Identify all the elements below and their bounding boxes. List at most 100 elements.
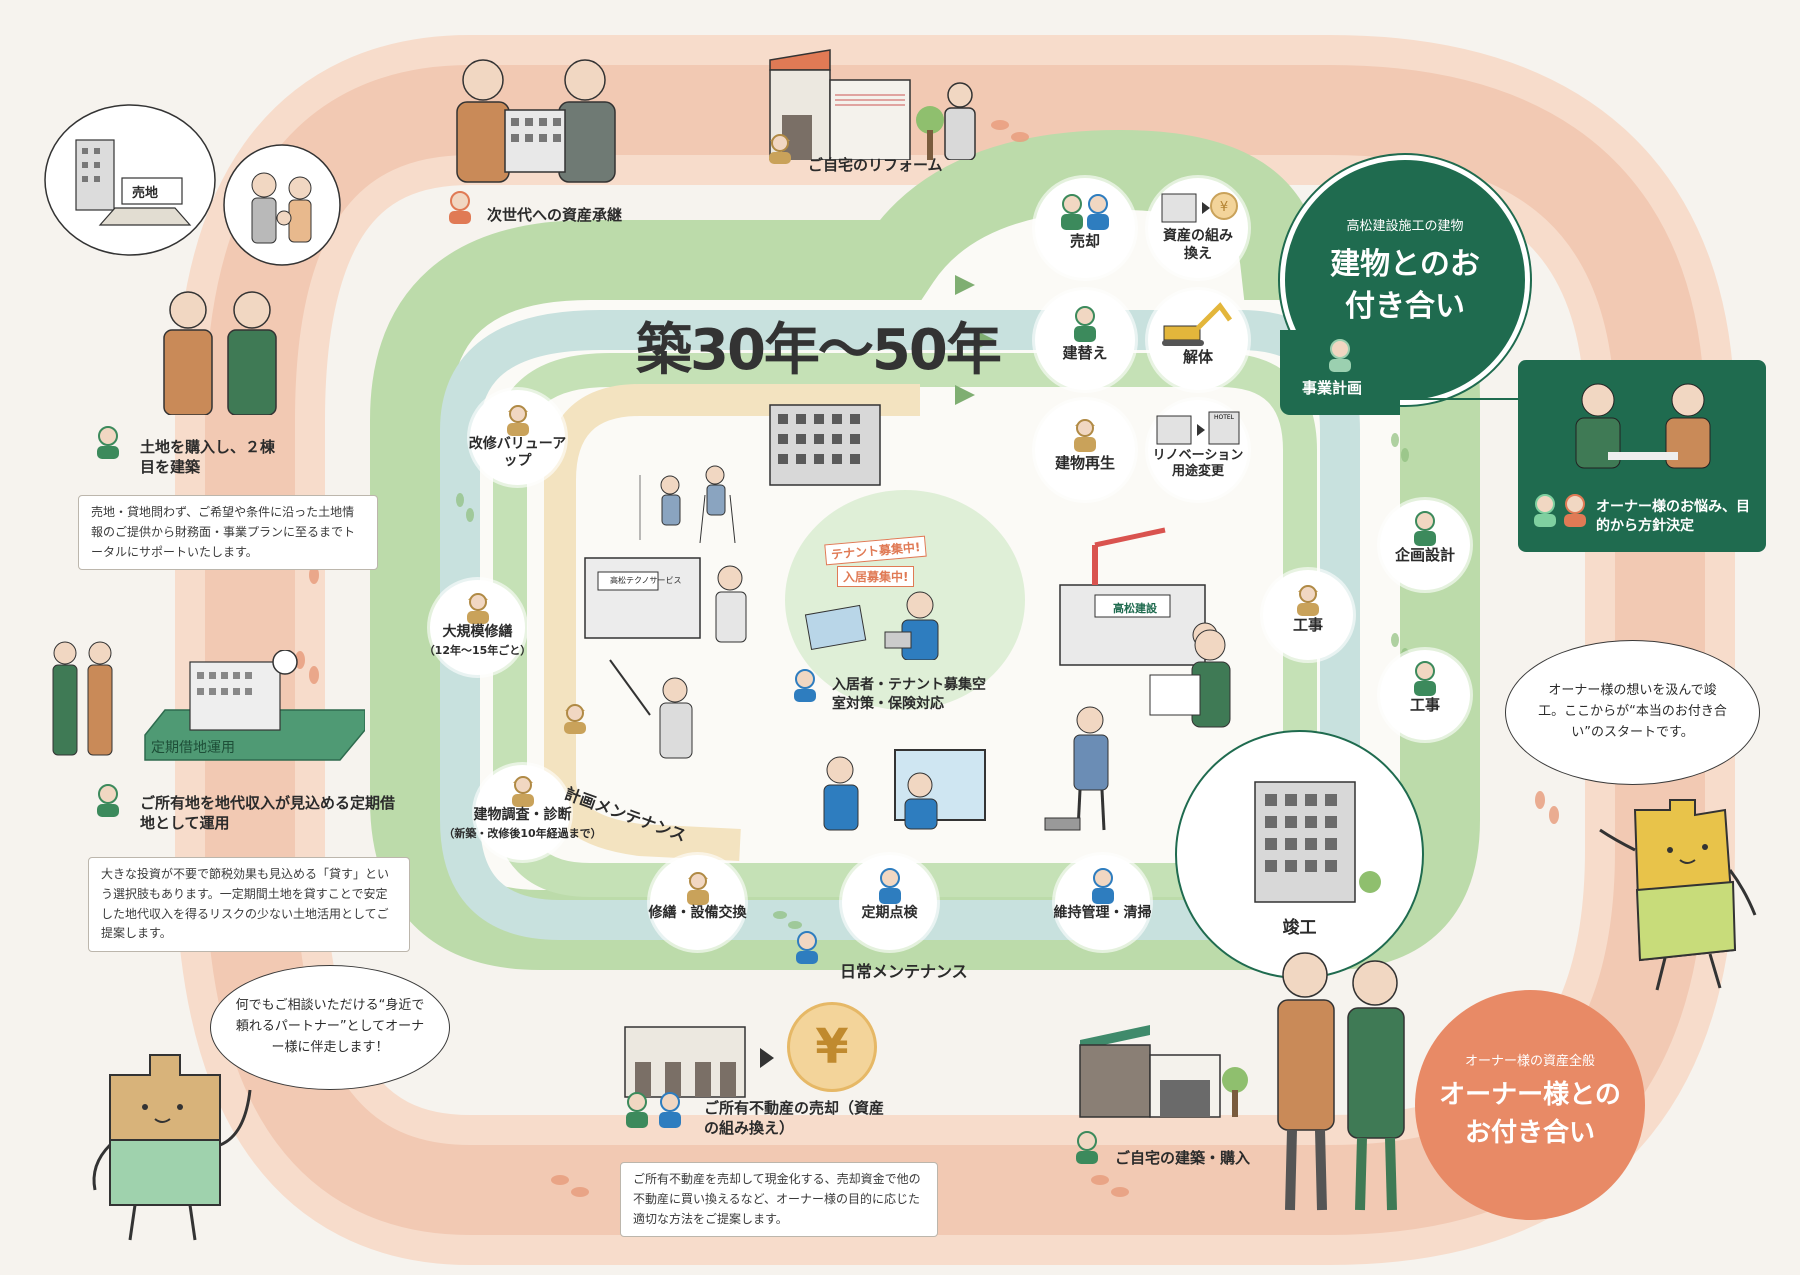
stop-kaitai[interactable]: 解体	[1148, 290, 1248, 390]
stop-label: 大規模修繕	[442, 624, 513, 640]
home-illustration	[1070, 1005, 1260, 1120]
construction-site-illustration: 高松建設	[1055, 525, 1225, 675]
stop-label: 建物再生	[1054, 454, 1115, 472]
meeting-illustration	[1575, 383, 1711, 469]
reform-house-illustration	[760, 40, 990, 161]
badge-title: 建物とのお付き合い	[1330, 247, 1480, 324]
two-people-icon	[1534, 494, 1586, 527]
stop-label: 竣工	[1282, 918, 1317, 938]
excavator-icon	[1162, 302, 1233, 346]
green-person-icon	[1414, 511, 1436, 546]
townhouse-to-yen-illustration	[620, 1012, 870, 1102]
mascot-left	[80, 1035, 260, 1245]
lease-caption: ご所有地を地代収入が見込める定期借地として運用	[140, 794, 396, 833]
resident-sign: 入居募集中!	[837, 566, 915, 587]
partner-speech-text: 何でもご相談いただける“身近で頼れるパートナー”としてオーナー様に伴走します！	[235, 998, 425, 1055]
worker-icon	[511, 776, 534, 807]
stop-sublabel: （12年〜15年ごと）	[423, 643, 532, 657]
owner-meeting-caption: オーナー様のお悩み、目的から方針決定	[1596, 499, 1750, 534]
stop-label: 定期点検	[861, 905, 918, 921]
daily-maintenance-label: 日常メンテナンス	[840, 962, 968, 981]
succession-illustration	[445, 50, 635, 185]
painters-illustration	[620, 455, 740, 545]
completion-speech-text: オーナー様の想いを汲んで竣工。ここからが“本当のお付き合い”のスタートです。	[1538, 683, 1727, 740]
thought-cloud-family	[222, 140, 342, 270]
mascot-right	[1595, 790, 1765, 1000]
stop-shunko[interactable]: 竣工	[1175, 730, 1424, 979]
architect-illustration	[1130, 620, 1250, 740]
land-sign: 売地	[132, 186, 159, 201]
land-caption: 土地を購入し、２棟目を建築	[140, 438, 276, 477]
badge-subtitle: オーナー様の資産全般	[1464, 1054, 1595, 1069]
stop-chosa[interactable]: 建物調査・診断 （新築・改修後10年経過まで）	[443, 765, 602, 860]
stop-label: 解体	[1182, 348, 1213, 366]
orange-person-icon	[445, 190, 475, 224]
stop-iji[interactable]: 維持管理・清掃	[1054, 855, 1152, 950]
stop-kumikae[interactable]: ¥ 資産の組み換え	[1148, 178, 1248, 278]
green-person-icon	[1074, 306, 1096, 342]
blue-person-icon	[1091, 868, 1114, 904]
partner-speech-bubble: 何でもご相談いただける“身近で頼れるパートナー”としてオーナー様に伴走します！	[210, 965, 450, 1090]
stop-label: 建替え	[1062, 344, 1108, 362]
owner-pair-illustration	[1260, 945, 1420, 1215]
green-person-icon	[1414, 661, 1436, 696]
stop-label: 売却	[1069, 232, 1100, 250]
apartment-building-illustration	[760, 400, 900, 490]
sale-description: ご所有不動産を売却して現金化する、売却資金で他の不動産に買い換えるなど、オーナー…	[620, 1162, 938, 1238]
sale-caption: ご所有不動産の売却（資産の組み換え）	[704, 1099, 885, 1138]
stop-tatekae[interactable]: 建替え	[1035, 290, 1135, 390]
succession-caption: 次世代への資産承継	[487, 206, 623, 224]
center-title: 築30年〜50年	[636, 318, 1002, 383]
tenant-agent-illustration	[800, 590, 960, 661]
stop-sublabel: （新築・改修後10年経過まで）	[443, 826, 602, 840]
lease-sign: 定期借地運用	[151, 740, 235, 756]
tenant-signs: テナント募集中! 入居募集中!	[815, 535, 970, 587]
owner-relationship-badge: オーナー様の資産全般 オーナー様とのお付き合い	[1415, 990, 1645, 1220]
blue-person-icon	[792, 930, 822, 964]
two-people-icon	[620, 1090, 690, 1130]
inspector-illustration	[600, 655, 710, 765]
maintenance-office-illustration: 高松テクノサービス	[580, 548, 760, 648]
stop-saisei[interactable]: 建物再生	[1035, 400, 1135, 500]
stop-label: 企画設計	[1394, 546, 1455, 564]
yen-coin-icon: ¥	[787, 1002, 877, 1092]
stop-kikaku[interactable]: 企画設計	[1380, 500, 1470, 590]
badge-title: オーナー様とのお付き合い	[1439, 1080, 1621, 1148]
lease-description: 大きな投資が不要で節税効果も見込める「貸す」という選択肢もあります。一定期間土地…	[88, 857, 410, 953]
worker-icon	[1297, 585, 1319, 616]
stop-koji1[interactable]: 工事	[1263, 570, 1353, 660]
stop-label: リノベーション用途変更	[1152, 448, 1244, 480]
owner-meeting-panel: オーナー様のお悩み、目的から方針決定	[1518, 360, 1766, 552]
green-person-icon	[1072, 1130, 1102, 1164]
floor-cleaner-illustration	[1040, 700, 1150, 840]
stop-koji2[interactable]: 工事	[1380, 650, 1470, 740]
tenant-caption: 入居者・テナント募集空室対策・保険対応	[832, 677, 986, 712]
stop-label: 修繕・設備交換	[648, 905, 747, 921]
worker-icon	[466, 593, 489, 624]
thought-cloud-land: 売地	[40, 100, 220, 270]
stop-baikyaku[interactable]: 売却	[1035, 178, 1135, 278]
blue-person-icon	[878, 868, 901, 904]
stop-renovation[interactable]: HOTEL リノベーション用途変更	[1148, 400, 1248, 500]
hotel-sign: HOTEL	[1214, 414, 1235, 421]
building-to-yen-icon: ¥	[1161, 192, 1238, 223]
green-person-icon	[93, 425, 123, 459]
worker-icon	[506, 405, 529, 436]
stop-label: 工事	[1409, 696, 1440, 714]
stop-daikibo[interactable]: 大規模修繕 （12年〜15年ごと）	[424, 580, 531, 675]
business-plan-tab[interactable]: 事業計画	[1280, 330, 1400, 415]
stop-shuzen[interactable]: 修繕・設備交換	[648, 855, 747, 950]
stop-kaishu[interactable]: 改修バリューアップ	[469, 390, 566, 485]
stop-label: 建物調査・診断	[473, 807, 572, 823]
green-person-icon	[93, 783, 123, 817]
worker-icon	[1074, 419, 1096, 452]
stop-label: 資産の組み換え	[1163, 228, 1233, 262]
worker-icon	[765, 130, 795, 164]
techno-service-sign: 高松テクノサービス	[610, 576, 682, 585]
reform-caption: ご自宅のリフォーム	[808, 156, 943, 174]
two-people-icon	[1061, 194, 1109, 230]
home-caption: ご自宅の建築・購入	[1115, 1149, 1251, 1167]
badge-subtitle: 高松建設施工の建物	[1346, 219, 1464, 234]
stop-teiki[interactable]: 定期点検	[842, 855, 937, 950]
svg-text:¥: ¥	[1220, 200, 1228, 215]
